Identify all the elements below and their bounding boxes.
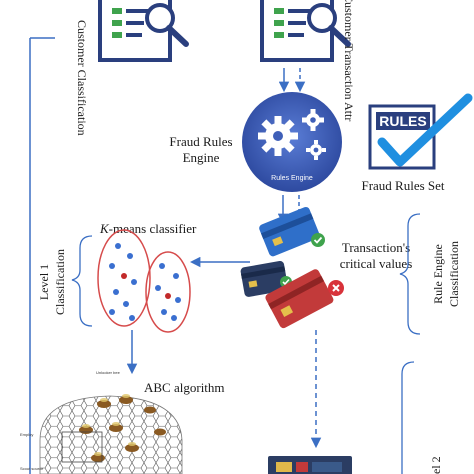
cluster-left [97,229,151,327]
fraud-rules-engine-label-2: Engine [183,150,220,165]
valid-check-icon [311,233,325,247]
rules-icon-text: RULES [379,113,426,129]
credit-cards-group [240,206,344,329]
fraud-rules-engine-label-1: Fraud Rules [169,134,232,149]
customer-classification-label: Customer Classification [75,20,89,136]
bee-icons [79,396,166,462]
left-flow-line [29,37,55,474]
card-blue [259,206,320,257]
level1-label-1: Level 1 [37,264,51,300]
kmeans-clusters [97,229,191,333]
level2-label-fragment: el 2 [429,456,443,474]
critical-values-label-2: critical values [340,256,413,271]
fraud-rules-set-label: Fraud Rules Set [361,178,444,193]
card-dark [240,260,288,297]
transaction-document-icon [260,0,351,62]
card-red [265,269,334,329]
customer-document-icon [98,0,189,62]
abc-honeycomb-image: Unlooker bee Employ Scout source [20,370,183,474]
transaction-attributes-label: Customer Transaction Attr [342,0,356,121]
rules-engine-icon: Rules Engine [242,92,342,192]
rule-engine-label-1: Rule Engine [431,244,445,304]
level1-brace [71,235,93,327]
critical-values-label-1: Transaction's [342,240,410,255]
unlooker-bee-label: Unlooker bee [96,370,121,375]
gear-icon [258,109,326,160]
doc-to-engine-arrows [278,68,306,93]
rule-engine-brace [399,213,421,335]
bee-fragment-2: Scout source [20,466,44,471]
level1-label-2: Classification [53,249,67,315]
rule-engine-label-2: Classification [447,241,461,307]
bee-fragment-1: Employ [20,432,33,437]
rules-engine-badge: Rules Engine [271,175,313,182]
abc-algorithm-label: ABC algorithm [144,380,225,395]
rules-set-icon: RULES [368,93,473,170]
check-icon [377,93,473,167]
cluster-right [145,251,191,333]
level2-brace [401,361,415,474]
level2-device-icon [268,456,352,474]
